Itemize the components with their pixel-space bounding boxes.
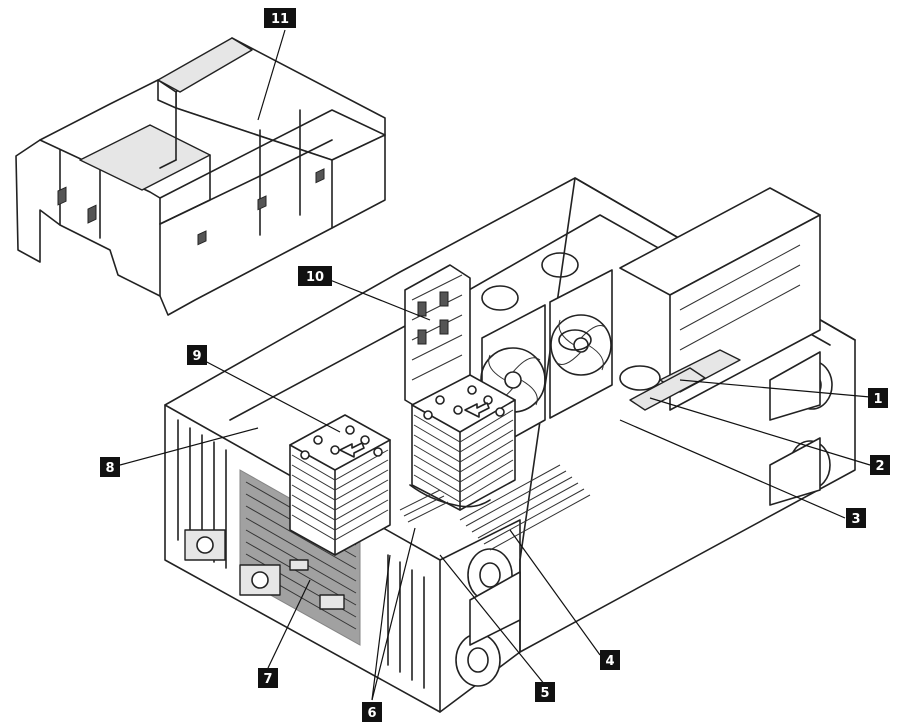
callout-7: 7 (258, 668, 278, 688)
leader-lines (119, 29, 871, 701)
callout-8-label: 8 (105, 461, 114, 476)
power-supplies (184, 529, 281, 596)
memory-modules (399, 464, 591, 551)
callout-6-label: 6 (367, 706, 376, 721)
callout-1: 1 (868, 388, 888, 408)
callout-10: 10 (298, 266, 332, 286)
vga-connector (319, 594, 345, 610)
callout-5-label: 5 (540, 686, 549, 701)
callout-2-label: 2 (875, 459, 884, 474)
heat-sink-right (409, 374, 516, 511)
drive-cage (404, 264, 471, 413)
callout-9: 9 (187, 345, 207, 365)
callout-11: 11 (264, 8, 296, 28)
callout-4: 4 (600, 650, 620, 670)
callout-5: 5 (535, 682, 555, 702)
heat-sink-left (289, 414, 391, 556)
air-baffle (15, 37, 386, 316)
callout-9-label: 9 (192, 349, 201, 364)
callout-10-label: 10 (306, 270, 324, 285)
callout-8: 8 (100, 457, 120, 477)
callout-2: 2 (870, 455, 890, 475)
chassis-feet (455, 351, 833, 687)
callout-7-label: 7 (263, 672, 272, 687)
usb-connector (289, 559, 309, 571)
callout-4-label: 4 (605, 654, 614, 669)
callout-11-label: 11 (271, 12, 289, 27)
callout-1-label: 1 (873, 392, 882, 407)
power-backplane (619, 187, 821, 411)
callout-3: 3 (846, 508, 866, 528)
callout-3-label: 3 (851, 512, 860, 527)
callout-6: 6 (362, 702, 382, 722)
